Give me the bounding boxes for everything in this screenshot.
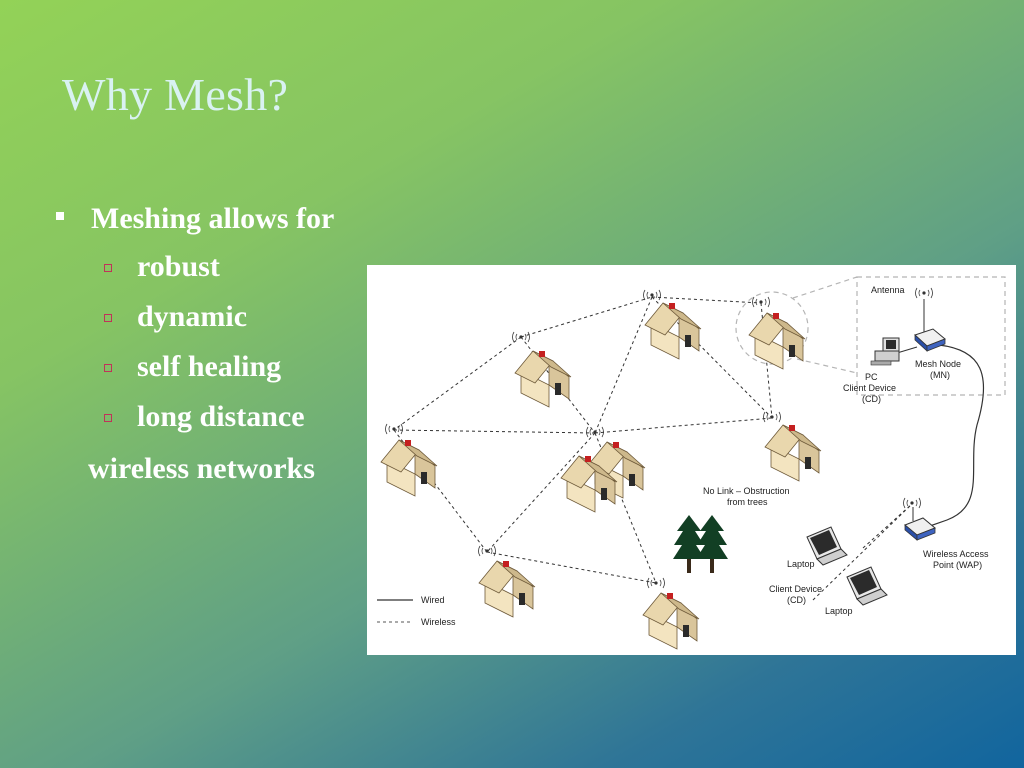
hollow-square-bullet-icon xyxy=(104,364,112,372)
cd-label: (CD) xyxy=(862,394,881,404)
house-icon xyxy=(380,439,438,497)
bullet-continuation-text: wireless networks xyxy=(88,452,315,485)
antenna-icon xyxy=(478,545,496,557)
sub-bullet-text: dynamic xyxy=(137,300,248,333)
mesh-node-icon xyxy=(914,299,946,352)
client-device-label: Client Device xyxy=(843,383,896,393)
house-icon xyxy=(748,312,806,370)
laptop-icon xyxy=(846,566,888,606)
house-icon xyxy=(764,424,822,482)
legend-wireless-label: Wireless xyxy=(421,617,456,627)
mesh-node-label: Mesh Node xyxy=(915,359,961,369)
cd-label-2: (CD) xyxy=(787,595,806,605)
client-device-label-2: Client Device xyxy=(769,584,822,594)
pc-label: PC xyxy=(865,372,878,382)
mn-label: (MN) xyxy=(930,370,950,380)
hollow-square-bullet-icon xyxy=(104,314,112,322)
no-link-label-2: from trees xyxy=(727,497,768,507)
square-bullet-icon xyxy=(56,212,64,220)
hollow-square-bullet-icon xyxy=(104,264,112,272)
no-link-label: No Link – Obstruction xyxy=(703,486,790,496)
house-icon xyxy=(478,560,536,618)
antenna-icon xyxy=(512,331,530,343)
antenna-icon xyxy=(915,287,933,299)
antenna-icon xyxy=(643,289,661,301)
wap-label-2: Point (WAP) xyxy=(933,560,982,570)
hollow-square-bullet-icon xyxy=(104,414,112,422)
house-icon xyxy=(642,592,700,650)
pc-wired-link xyxy=(896,346,918,354)
pc-icon xyxy=(870,337,900,366)
antenna-label: Antenna xyxy=(871,285,905,295)
sub-bullet-text: robust xyxy=(137,250,220,283)
antenna-icon xyxy=(763,411,781,423)
wired-link xyxy=(926,344,985,528)
callout-highlight xyxy=(735,276,1006,396)
house-icon xyxy=(514,350,572,408)
main-bullet-text: Meshing allows for xyxy=(91,202,335,235)
house-icon xyxy=(644,302,702,360)
laptop-label: Laptop xyxy=(787,559,815,569)
mesh-network-diagram: Antenna PC Client Device (CD) Mesh Node … xyxy=(367,265,1016,655)
sub-bullet-text: self healing xyxy=(137,350,282,383)
slide-title: Why Mesh? xyxy=(62,69,289,120)
legend-wired-label: Wired xyxy=(421,595,445,605)
antenna-icon xyxy=(903,497,921,509)
sub-bullet-text: long distance xyxy=(137,400,305,433)
wap-label: Wireless Access xyxy=(923,549,989,559)
antenna-icon xyxy=(647,577,665,589)
tree-icon xyxy=(696,515,728,573)
antenna-icon xyxy=(385,423,403,435)
laptop-label-2: Laptop xyxy=(825,606,853,616)
wireless-access-point-icon xyxy=(904,507,936,541)
